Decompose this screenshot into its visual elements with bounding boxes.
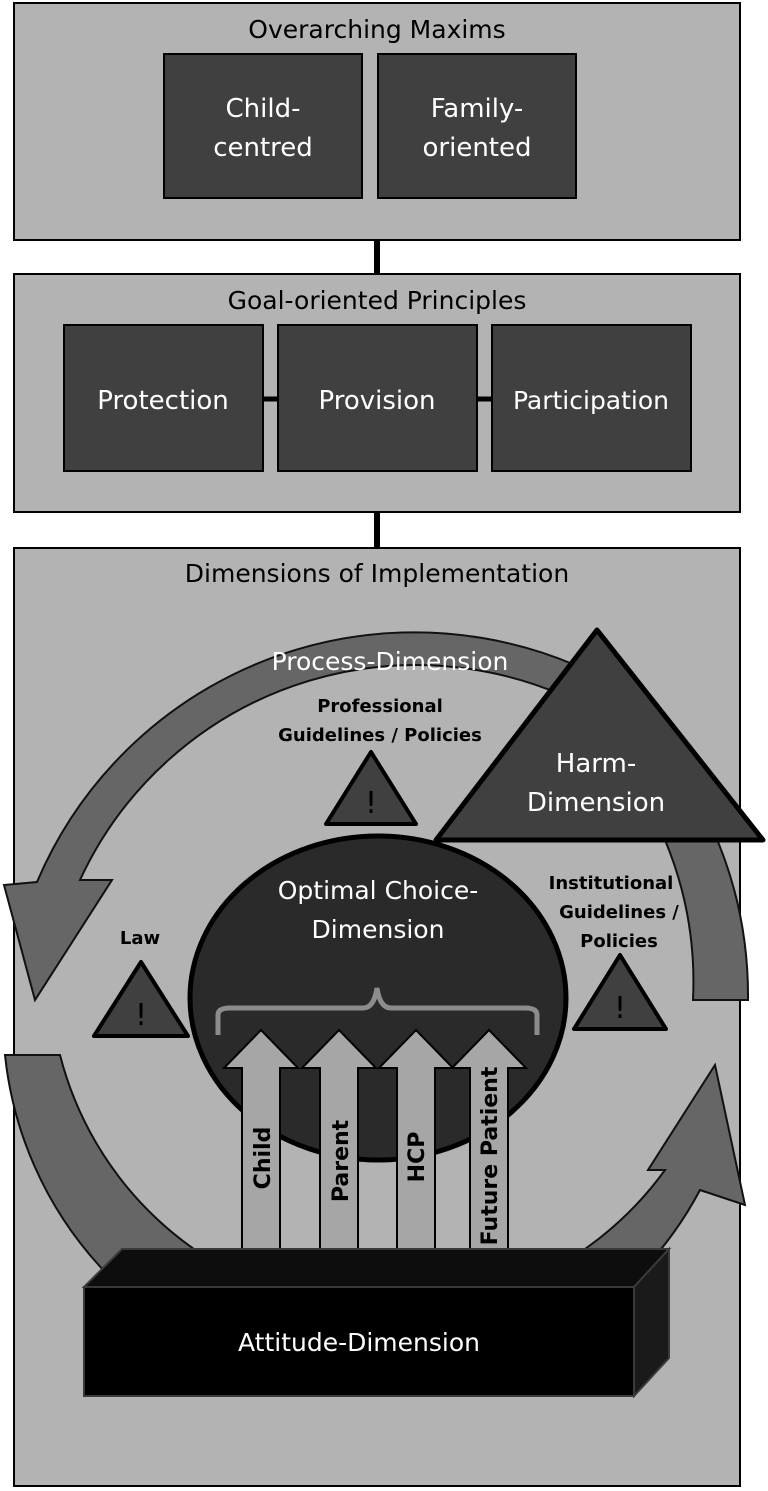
professional-guidelines-warning: Professional Guidelines / Policies ! (278, 696, 482, 826)
warning-mark: ! (365, 786, 377, 821)
harm-dimension-line2: Dimension (527, 788, 665, 818)
stakeholder-brace-icon (215, 987, 540, 1035)
principle-participation: Participation (491, 324, 692, 472)
principle-protection-label: Protection (97, 386, 229, 416)
maxims-title: Overarching Maxims (248, 15, 505, 44)
process-dimension-label: Process-Dimension (272, 647, 509, 676)
maxim-child-centred: Child- centred (163, 53, 363, 199)
institutional-label-line2: Guidelines / (559, 902, 679, 923)
attitude-dimension: Attitude-Dimension (81, 1246, 672, 1399)
principle-protection: Protection (63, 324, 264, 472)
institutional-label-line3: Policies (580, 931, 658, 952)
professional-label-line2: Guidelines / Policies (278, 725, 482, 746)
stakeholder-label-hcp: HCP (405, 1132, 430, 1183)
maxim-family-oriented-line2: oriented (423, 133, 532, 163)
principles-panel: Goal-oriented Principles Protection Prov… (13, 273, 741, 513)
maxim-family-oriented: Family- oriented (377, 53, 577, 199)
stakeholder-arrow-hcp: HCP (376, 1028, 456, 1266)
implementation-title: Dimensions of Implementation (185, 559, 569, 588)
law-warning: Law ! (92, 928, 190, 1038)
maxims-panel: Overarching Maxims Child- centred Family… (13, 2, 741, 241)
stakeholder-label-parent: Parent (329, 1119, 354, 1202)
principle-participation-label: Participation (513, 386, 669, 415)
principles-title: Goal-oriented Principles (228, 286, 527, 315)
stakeholder-arrow-future-patient: Future Patient (449, 1028, 529, 1266)
principle-provision: Provision (277, 324, 478, 472)
maxim-family-oriented-line1: Family- (431, 94, 524, 124)
attitude-dimension-label: Attitude-Dimension (238, 1328, 480, 1357)
warning-triangle-icon: ! (92, 960, 190, 1038)
warning-mark: ! (614, 991, 626, 1026)
maxim-child-centred-line1: Child- (226, 94, 301, 124)
harm-dimension-line1: Harm- (556, 749, 636, 779)
process-ring-right-segment (663, 828, 750, 1001)
warning-mark: ! (135, 998, 147, 1033)
implementation-panel: Dimensions of Implementation Process-Dim… (2, 547, 766, 1487)
optimal-choice-line2: Dimension (312, 915, 445, 944)
maxim-child-centred-line2: centred (213, 133, 313, 163)
warning-triangle-icon: ! (572, 953, 668, 1031)
principle-provision-label: Provision (318, 386, 435, 416)
stakeholder-label-child: Child (251, 1127, 276, 1190)
process-ring-top-arc (2, 631, 642, 1003)
harm-dimension: Harm- Dimension (433, 627, 766, 843)
stakeholder-arrows: Child Parent HCP Future Patient (221, 1028, 529, 1266)
optimal-choice-line1: Optimal Choice- (278, 876, 479, 905)
law-label: Law (120, 928, 160, 949)
professional-label-line1: Professional (317, 696, 443, 717)
stakeholder-label-future-patient: Future Patient (478, 1066, 503, 1245)
attitude-box-front (83, 1286, 635, 1397)
stakeholder-arrow-parent: Parent (299, 1028, 379, 1266)
institutional-guidelines-warning: Institutional Guidelines / Policies ! (549, 873, 679, 1031)
attitude-box-top (81, 1248, 672, 1288)
stakeholder-arrow-child: Child (221, 1028, 301, 1266)
warning-triangle-icon: ! (324, 750, 418, 826)
institutional-label-line1: Institutional (549, 873, 674, 894)
